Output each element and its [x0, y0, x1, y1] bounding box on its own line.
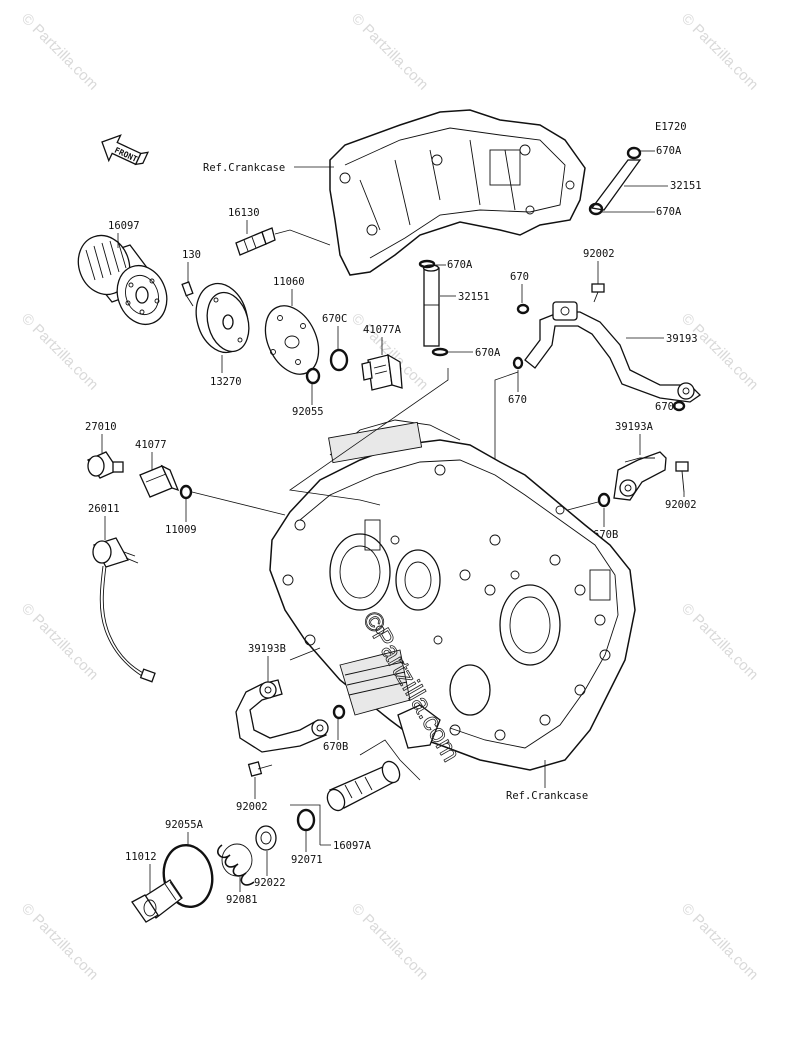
label-92055: 92055: [292, 406, 324, 418]
label-41077: 41077: [135, 439, 167, 451]
bolt-92002-top: [591, 283, 605, 303]
label-670C: 670C: [322, 313, 347, 325]
lower-crankcase-reference: [269, 419, 636, 771]
label-16130: 16130: [228, 207, 260, 219]
oil-filter-16097: [77, 234, 168, 326]
drain-plug-11012: [131, 879, 183, 923]
label-11012: 11012: [125, 851, 157, 863]
o-ring-670A-mid1: [418, 259, 436, 269]
fitting-16130: [235, 227, 276, 256]
oil-pipe-39193: [524, 301, 702, 403]
pipe-39193A: [613, 451, 667, 501]
relief-valve-41077: [139, 464, 180, 498]
pipe-32151-mid: [418, 259, 449, 357]
ref-crankcase-top-label: Ref.Crankcase: [203, 162, 285, 174]
seal-92071: [296, 808, 316, 832]
label-11060: 11060: [273, 276, 305, 288]
o-ring-670C: [329, 348, 349, 372]
label-92071: 92071: [291, 854, 323, 866]
label-92055A: 92055A: [165, 819, 204, 831]
label-92002-right: 92002: [665, 499, 697, 511]
diagram-code: E1720: [655, 121, 687, 133]
pipe-32151-top: [588, 146, 642, 216]
o-ring-92055A: [162, 843, 214, 909]
label-39193B: 39193B: [248, 643, 286, 655]
o-ring-11009: [179, 484, 193, 500]
label-39193A: 39193A: [615, 421, 654, 433]
o-ring-670B-right: [597, 492, 611, 508]
label-26011: 26011: [88, 503, 120, 515]
ref-crankcase-bottom-label: Ref.Crankcase: [506, 790, 588, 802]
gasket-11060: [264, 305, 320, 375]
label-130: 130: [182, 249, 201, 261]
label-39193: 39193: [666, 333, 698, 345]
o-ring-670B-left: [332, 704, 346, 720]
o-ring-670A-top1: [626, 146, 642, 160]
pipe-39193B: [235, 679, 329, 753]
bolt-92002-right: [675, 461, 689, 493]
label-92002-bottom: 92002: [236, 801, 268, 813]
bolt-130: [181, 281, 194, 307]
label-27010: 27010: [85, 421, 117, 433]
washer-92022: [255, 825, 277, 851]
o-ring-670-a: [516, 303, 530, 315]
label-13270: 13270: [210, 376, 242, 388]
label-16097A: 16097A: [333, 840, 372, 852]
o-ring-92055: [305, 367, 321, 385]
oil-pressure-switch-27010: [87, 451, 124, 479]
oil-strainer-16097A: [326, 739, 421, 812]
label-670B-left: 670B: [323, 741, 348, 753]
label-32151-top: 32151: [670, 180, 702, 192]
label-670-a: 670: [510, 271, 529, 283]
label-670-b: 670: [508, 394, 527, 406]
lead-harness-26011: [92, 537, 156, 683]
upper-crankcase-reference: [329, 109, 586, 276]
o-ring-670A-mid2: [431, 347, 449, 357]
front-direction-arrow: FRONT: [101, 134, 150, 166]
o-ring-670-b: [512, 356, 524, 370]
label-670A-top2: 670A: [656, 206, 682, 218]
bolt-92002-bottom: [247, 761, 273, 777]
label-92081: 92081: [226, 894, 258, 906]
label-16097: 16097: [108, 220, 140, 232]
label-32151-mid: 32151: [458, 291, 490, 303]
plate-13270: [195, 282, 250, 354]
label-11009: 11009: [165, 524, 197, 536]
spring-92081: [217, 843, 255, 886]
label-92022: 92022: [254, 877, 286, 889]
relief-valve-41077A: [361, 353, 403, 391]
label-670A-mid2: 670A: [475, 347, 501, 359]
label-670A-mid1: 670A: [447, 259, 473, 271]
label-41077A: 41077A: [363, 324, 402, 336]
label-670-c: 670: [655, 401, 674, 413]
label-670A-top1: 670A: [656, 145, 682, 157]
label-92002-top: 92002: [583, 248, 615, 260]
o-ring-670A-top2: [588, 202, 604, 216]
